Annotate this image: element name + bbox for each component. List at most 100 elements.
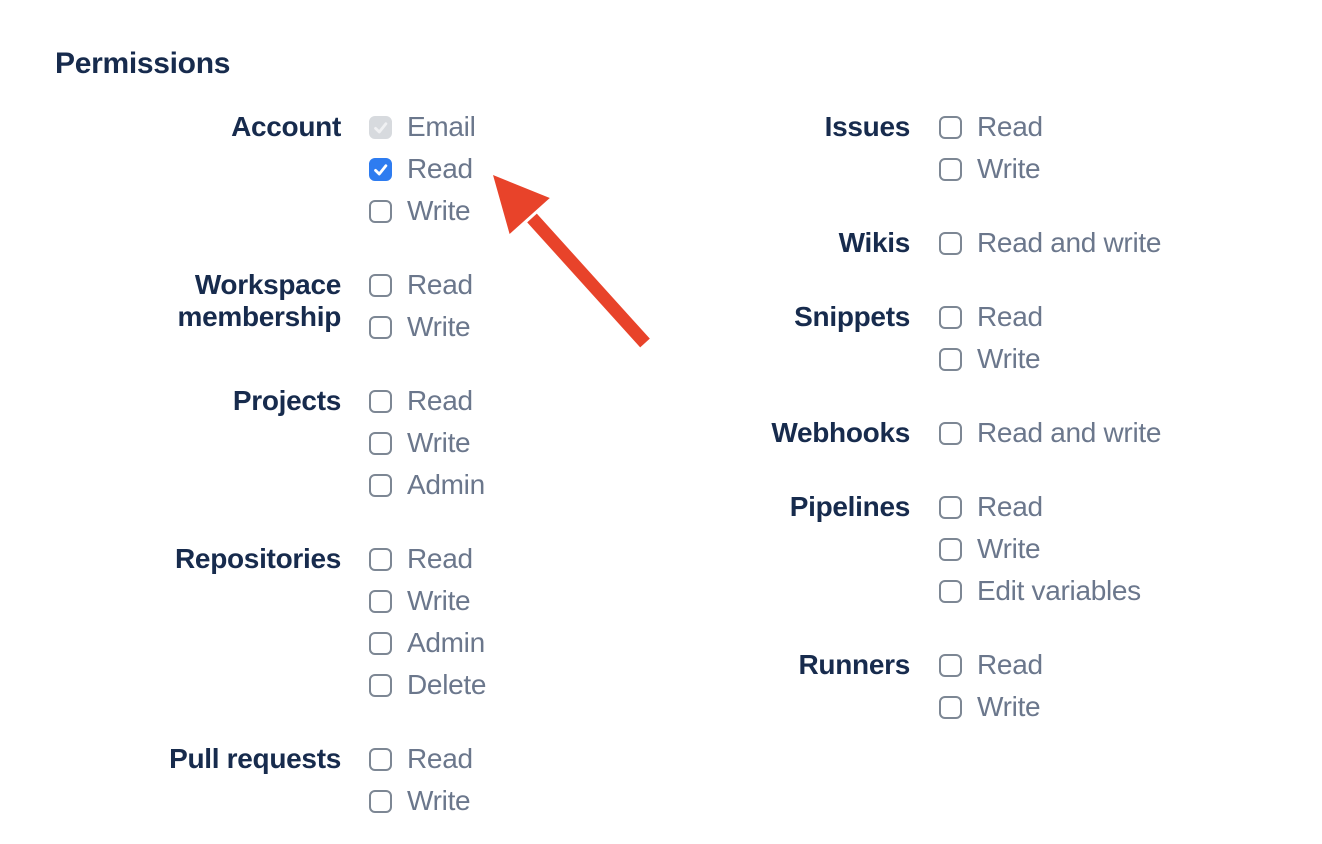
checkbox[interactable] bbox=[369, 389, 392, 413]
permission-group: Projects Read Write Admin bbox=[0, 380, 660, 506]
permission-options: Read Write bbox=[939, 106, 1322, 190]
checkbox[interactable] bbox=[369, 747, 392, 771]
checkbox[interactable] bbox=[939, 115, 962, 139]
permission-checkbox-row[interactable]: Write bbox=[369, 780, 660, 822]
permission-checkbox-row[interactable]: Write bbox=[939, 528, 1322, 570]
checkbox-label: Read bbox=[977, 491, 1043, 522]
permission-checkbox-row[interactable]: Read bbox=[369, 738, 660, 780]
permission-checkbox-row[interactable]: Read bbox=[939, 296, 1322, 338]
checkbox-label: Read and write bbox=[977, 417, 1162, 448]
permission-checkbox-row[interactable]: Admin bbox=[369, 622, 660, 664]
permission-checkbox-row: Email bbox=[369, 106, 660, 148]
checkbox-label: Write bbox=[407, 427, 471, 458]
checkbox-label: Write bbox=[407, 311, 471, 342]
permission-options: Read Write bbox=[369, 738, 660, 822]
permission-group-label: Pull requests bbox=[169, 743, 341, 774]
permission-checkbox-row[interactable]: Write bbox=[939, 338, 1322, 380]
permission-checkbox-row[interactable]: Write bbox=[939, 148, 1322, 190]
permission-checkbox-row[interactable]: Read bbox=[369, 538, 660, 580]
permission-group: Repositories Read Write Admin bbox=[0, 538, 660, 706]
permission-checkbox-row[interactable]: Delete bbox=[369, 664, 660, 706]
permission-checkbox-row[interactable]: Write bbox=[369, 580, 660, 622]
permission-checkbox-row[interactable]: Write bbox=[369, 422, 660, 464]
permission-checkbox-row[interactable]: Write bbox=[369, 306, 660, 348]
permission-checkbox-row[interactable]: Edit variables bbox=[939, 570, 1322, 612]
permission-options: Read and write bbox=[939, 412, 1322, 454]
permission-group: Issues Read Write bbox=[660, 106, 1322, 190]
permission-checkbox-row[interactable]: Read bbox=[369, 264, 660, 306]
checkbox[interactable] bbox=[939, 347, 962, 371]
checkbox[interactable] bbox=[939, 421, 962, 445]
permission-checkbox-row[interactable]: Write bbox=[369, 190, 660, 232]
checkbox-label: Write bbox=[977, 343, 1041, 374]
checkbox-label: Delete bbox=[407, 669, 487, 700]
checkbox-label: Edit variables bbox=[977, 575, 1141, 606]
checkbox[interactable] bbox=[369, 673, 392, 697]
checkbox[interactable] bbox=[939, 695, 962, 719]
checkbox[interactable] bbox=[369, 789, 392, 813]
checkbox[interactable] bbox=[369, 473, 392, 497]
permission-options: Read Write bbox=[939, 296, 1322, 380]
checkbox-label: Write bbox=[977, 691, 1041, 722]
checkbox[interactable] bbox=[369, 115, 392, 139]
checkbox-label: Admin bbox=[407, 627, 485, 658]
permission-group-label: Repositories bbox=[175, 543, 341, 574]
checkbox[interactable] bbox=[939, 495, 962, 519]
checkbox-label: Write bbox=[407, 785, 471, 816]
permission-group-label: Workspace membership bbox=[177, 269, 342, 332]
checkbox[interactable] bbox=[369, 631, 392, 655]
permission-group: Account Email Read Write bbox=[0, 106, 660, 232]
permissions-column-right: Issues Read Write Wikis Read and write bbox=[660, 106, 1322, 760]
permission-checkbox-row[interactable]: Write bbox=[939, 686, 1322, 728]
permission-checkbox-row[interactable]: Read and write bbox=[939, 412, 1322, 454]
permission-group: Pipelines Read Write Edit variables bbox=[660, 486, 1322, 612]
permission-group-label: Wikis bbox=[838, 227, 911, 258]
permission-group: Wikis Read and write bbox=[660, 222, 1322, 264]
checkbox-label: Read bbox=[407, 743, 473, 774]
checkbox-label: Admin bbox=[407, 469, 485, 500]
page-title: Permissions bbox=[55, 47, 231, 80]
permission-options: Read and write bbox=[939, 222, 1322, 264]
checkbox-label: Read bbox=[407, 153, 473, 184]
checkbox[interactable] bbox=[939, 305, 962, 329]
checkbox[interactable] bbox=[369, 273, 392, 297]
checkbox[interactable] bbox=[369, 589, 392, 613]
permission-options: Read Write Admin Delete bbox=[369, 538, 660, 706]
permission-options: Read Write Edit variables bbox=[939, 486, 1322, 612]
permission-checkbox-row[interactable]: Read bbox=[939, 106, 1322, 148]
permission-group-label: Projects bbox=[232, 385, 341, 416]
checkbox[interactable] bbox=[939, 579, 962, 603]
permissions-column-left: Account Email Read Write Workspace membe… bbox=[0, 106, 660, 844]
permission-options: Email Read Write bbox=[369, 106, 660, 232]
permission-group: Snippets Read Write bbox=[660, 296, 1322, 380]
permission-group-label: Webhooks bbox=[771, 417, 910, 448]
permission-group-label: Snippets bbox=[794, 301, 910, 332]
checkbox[interactable] bbox=[369, 315, 392, 339]
permission-group-label: Runners bbox=[798, 649, 911, 680]
checkbox[interactable] bbox=[369, 199, 392, 223]
checkbox[interactable] bbox=[369, 431, 392, 455]
permission-options: Read Write Admin bbox=[369, 380, 660, 506]
checkbox[interactable] bbox=[369, 157, 392, 181]
checkbox-label: Read bbox=[407, 543, 473, 574]
checkbox[interactable] bbox=[939, 231, 962, 255]
permission-checkbox-row[interactable]: Read bbox=[369, 148, 660, 190]
checkbox-label: Read bbox=[977, 301, 1043, 332]
checkbox[interactable] bbox=[939, 157, 962, 181]
checkbox[interactable] bbox=[939, 537, 962, 561]
permission-group: Runners Read Write bbox=[660, 644, 1322, 728]
permission-checkbox-row[interactable]: Admin bbox=[369, 464, 660, 506]
permission-checkbox-row[interactable]: Read bbox=[939, 486, 1322, 528]
permission-checkbox-row[interactable]: Read bbox=[369, 380, 660, 422]
permission-options: Read Write bbox=[369, 264, 660, 348]
permission-group-label: Account bbox=[231, 111, 341, 142]
permission-options: Read Write bbox=[939, 644, 1322, 728]
permission-checkbox-row[interactable]: Read and write bbox=[939, 222, 1322, 264]
checkbox-label: Read bbox=[977, 649, 1043, 680]
checkbox-label: Write bbox=[977, 533, 1041, 564]
checkbox[interactable] bbox=[939, 653, 962, 677]
checkbox[interactable] bbox=[369, 547, 392, 571]
permission-checkbox-row[interactable]: Read bbox=[939, 644, 1322, 686]
checkbox-label: Read bbox=[977, 111, 1043, 142]
